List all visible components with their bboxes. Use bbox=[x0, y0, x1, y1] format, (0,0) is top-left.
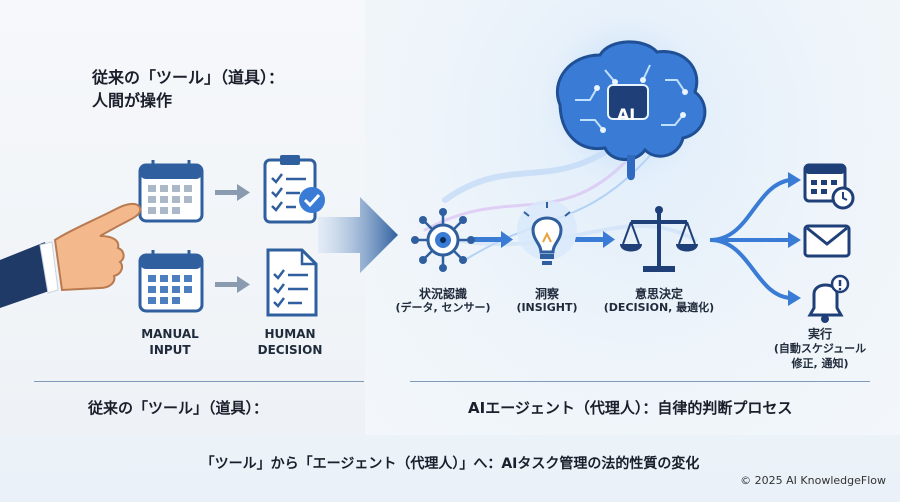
human-decision-label: HUMAN DECISION bbox=[257, 327, 323, 357]
gray-arrow-icon bbox=[215, 184, 250, 201]
ai-brain-icon bbox=[555, 40, 707, 181]
step-sub-awareness: (データ, センサー) bbox=[395, 301, 491, 314]
calendar-icon bbox=[138, 250, 204, 313]
transition-arrow-icon bbox=[318, 197, 398, 273]
footer-title: 「ツール」から「エージェント（代理人）」へ：AIタスク管理の法的性質の変化 bbox=[200, 456, 700, 472]
right-section-label: AIエージェント（代理人）：自律的判断プロセス bbox=[468, 399, 793, 417]
branch-arrow-icon bbox=[709, 178, 791, 300]
sensor-eye-icon bbox=[411, 208, 475, 272]
checklist-document-icon bbox=[266, 248, 318, 317]
left-panel-title: 従来の「ツール」（道具）： 人間が操作 bbox=[92, 68, 285, 110]
branch-arrowheads bbox=[788, 172, 801, 306]
left-section-divider bbox=[34, 381, 364, 382]
calendar-icon bbox=[138, 160, 204, 223]
calendar-clock-icon bbox=[803, 163, 855, 210]
execution-label: 実行 bbox=[807, 327, 832, 341]
step-sub-insight: (INSIGHT) bbox=[516, 301, 578, 314]
ai-badge: AI bbox=[616, 105, 636, 124]
scales-icon bbox=[620, 206, 698, 272]
step-arrow-icon bbox=[473, 231, 513, 248]
right-section-divider bbox=[410, 381, 870, 382]
left-illustration bbox=[0, 155, 325, 317]
right-illustration bbox=[411, 15, 855, 323]
lightbulb-icon bbox=[517, 200, 577, 265]
step-label-insight: 洞察 bbox=[534, 287, 559, 301]
left-section-label: 従来の「ツール」（道具）： bbox=[88, 399, 269, 417]
gray-arrow-icon bbox=[215, 276, 250, 293]
step-arrow-icon bbox=[575, 231, 615, 248]
clipboard-check-icon bbox=[263, 155, 325, 224]
step-sub-decision: (DECISION, 最適化) bbox=[603, 301, 715, 314]
copyright: © 2025 AI KnowledgeFlow bbox=[740, 474, 886, 487]
bell-alert-icon bbox=[807, 274, 850, 323]
manual-input-label: MANUAL INPUT bbox=[141, 327, 199, 357]
pointing-hand-icon bbox=[0, 202, 142, 308]
envelope-icon bbox=[803, 224, 851, 258]
step-label-decision: 意思決定 bbox=[634, 287, 683, 301]
step-label-awareness: 状況認識 bbox=[418, 287, 467, 301]
execution-sub: (自動スケジュール 修正, 通知) bbox=[773, 342, 867, 370]
